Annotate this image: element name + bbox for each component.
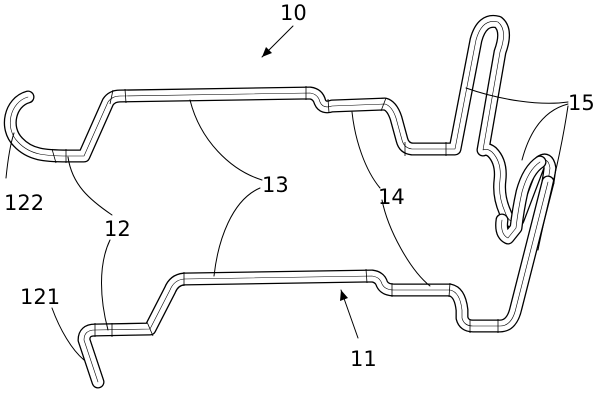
w3-wire-line [501,161,541,239]
label-bottom-rail: 11 [350,347,377,371]
leader-14-upper [351,111,381,189]
leader-121 [51,307,85,361]
leader-15-c [537,105,569,251]
reference-numerals: 10 11 12 121 122 13 14 15 [4,1,595,371]
label-left-hook: 122 [4,191,44,215]
arrowhead-10 [262,47,272,57]
label-right-loops: 15 [568,91,595,115]
leader-15-b [521,103,569,161]
w1-wire-line [10,21,551,223]
label-left-lower-end: 121 [20,285,60,309]
joint-mark [448,282,451,298]
w2-wire-line [83,181,549,383]
leader-15-a [465,87,569,104]
arrowhead-11 [340,290,348,301]
label-left-section: 12 [104,217,131,241]
leader-12-upper [67,156,113,216]
label-assembly: 10 [280,1,307,25]
joint-mark [124,88,127,104]
wire-body [3,14,557,389]
joint-mark [51,148,57,164]
joint-mark [380,97,387,112]
leader-122 [5,132,15,179]
leader-14-lower [381,199,431,287]
leader-lines [5,25,569,361]
w2-wire-in [78,176,554,388]
joint-mark [327,98,330,114]
label-middle-section: 14 [378,185,405,209]
wire-joints [51,86,499,337]
leader-13-lower [213,187,261,277]
joint-mark [146,321,154,337]
leader-12-lower [101,239,111,331]
joint-mark [365,268,368,284]
joint-mark [109,89,114,105]
leader-13-upper [189,99,263,181]
label-rails: 13 [262,173,289,197]
